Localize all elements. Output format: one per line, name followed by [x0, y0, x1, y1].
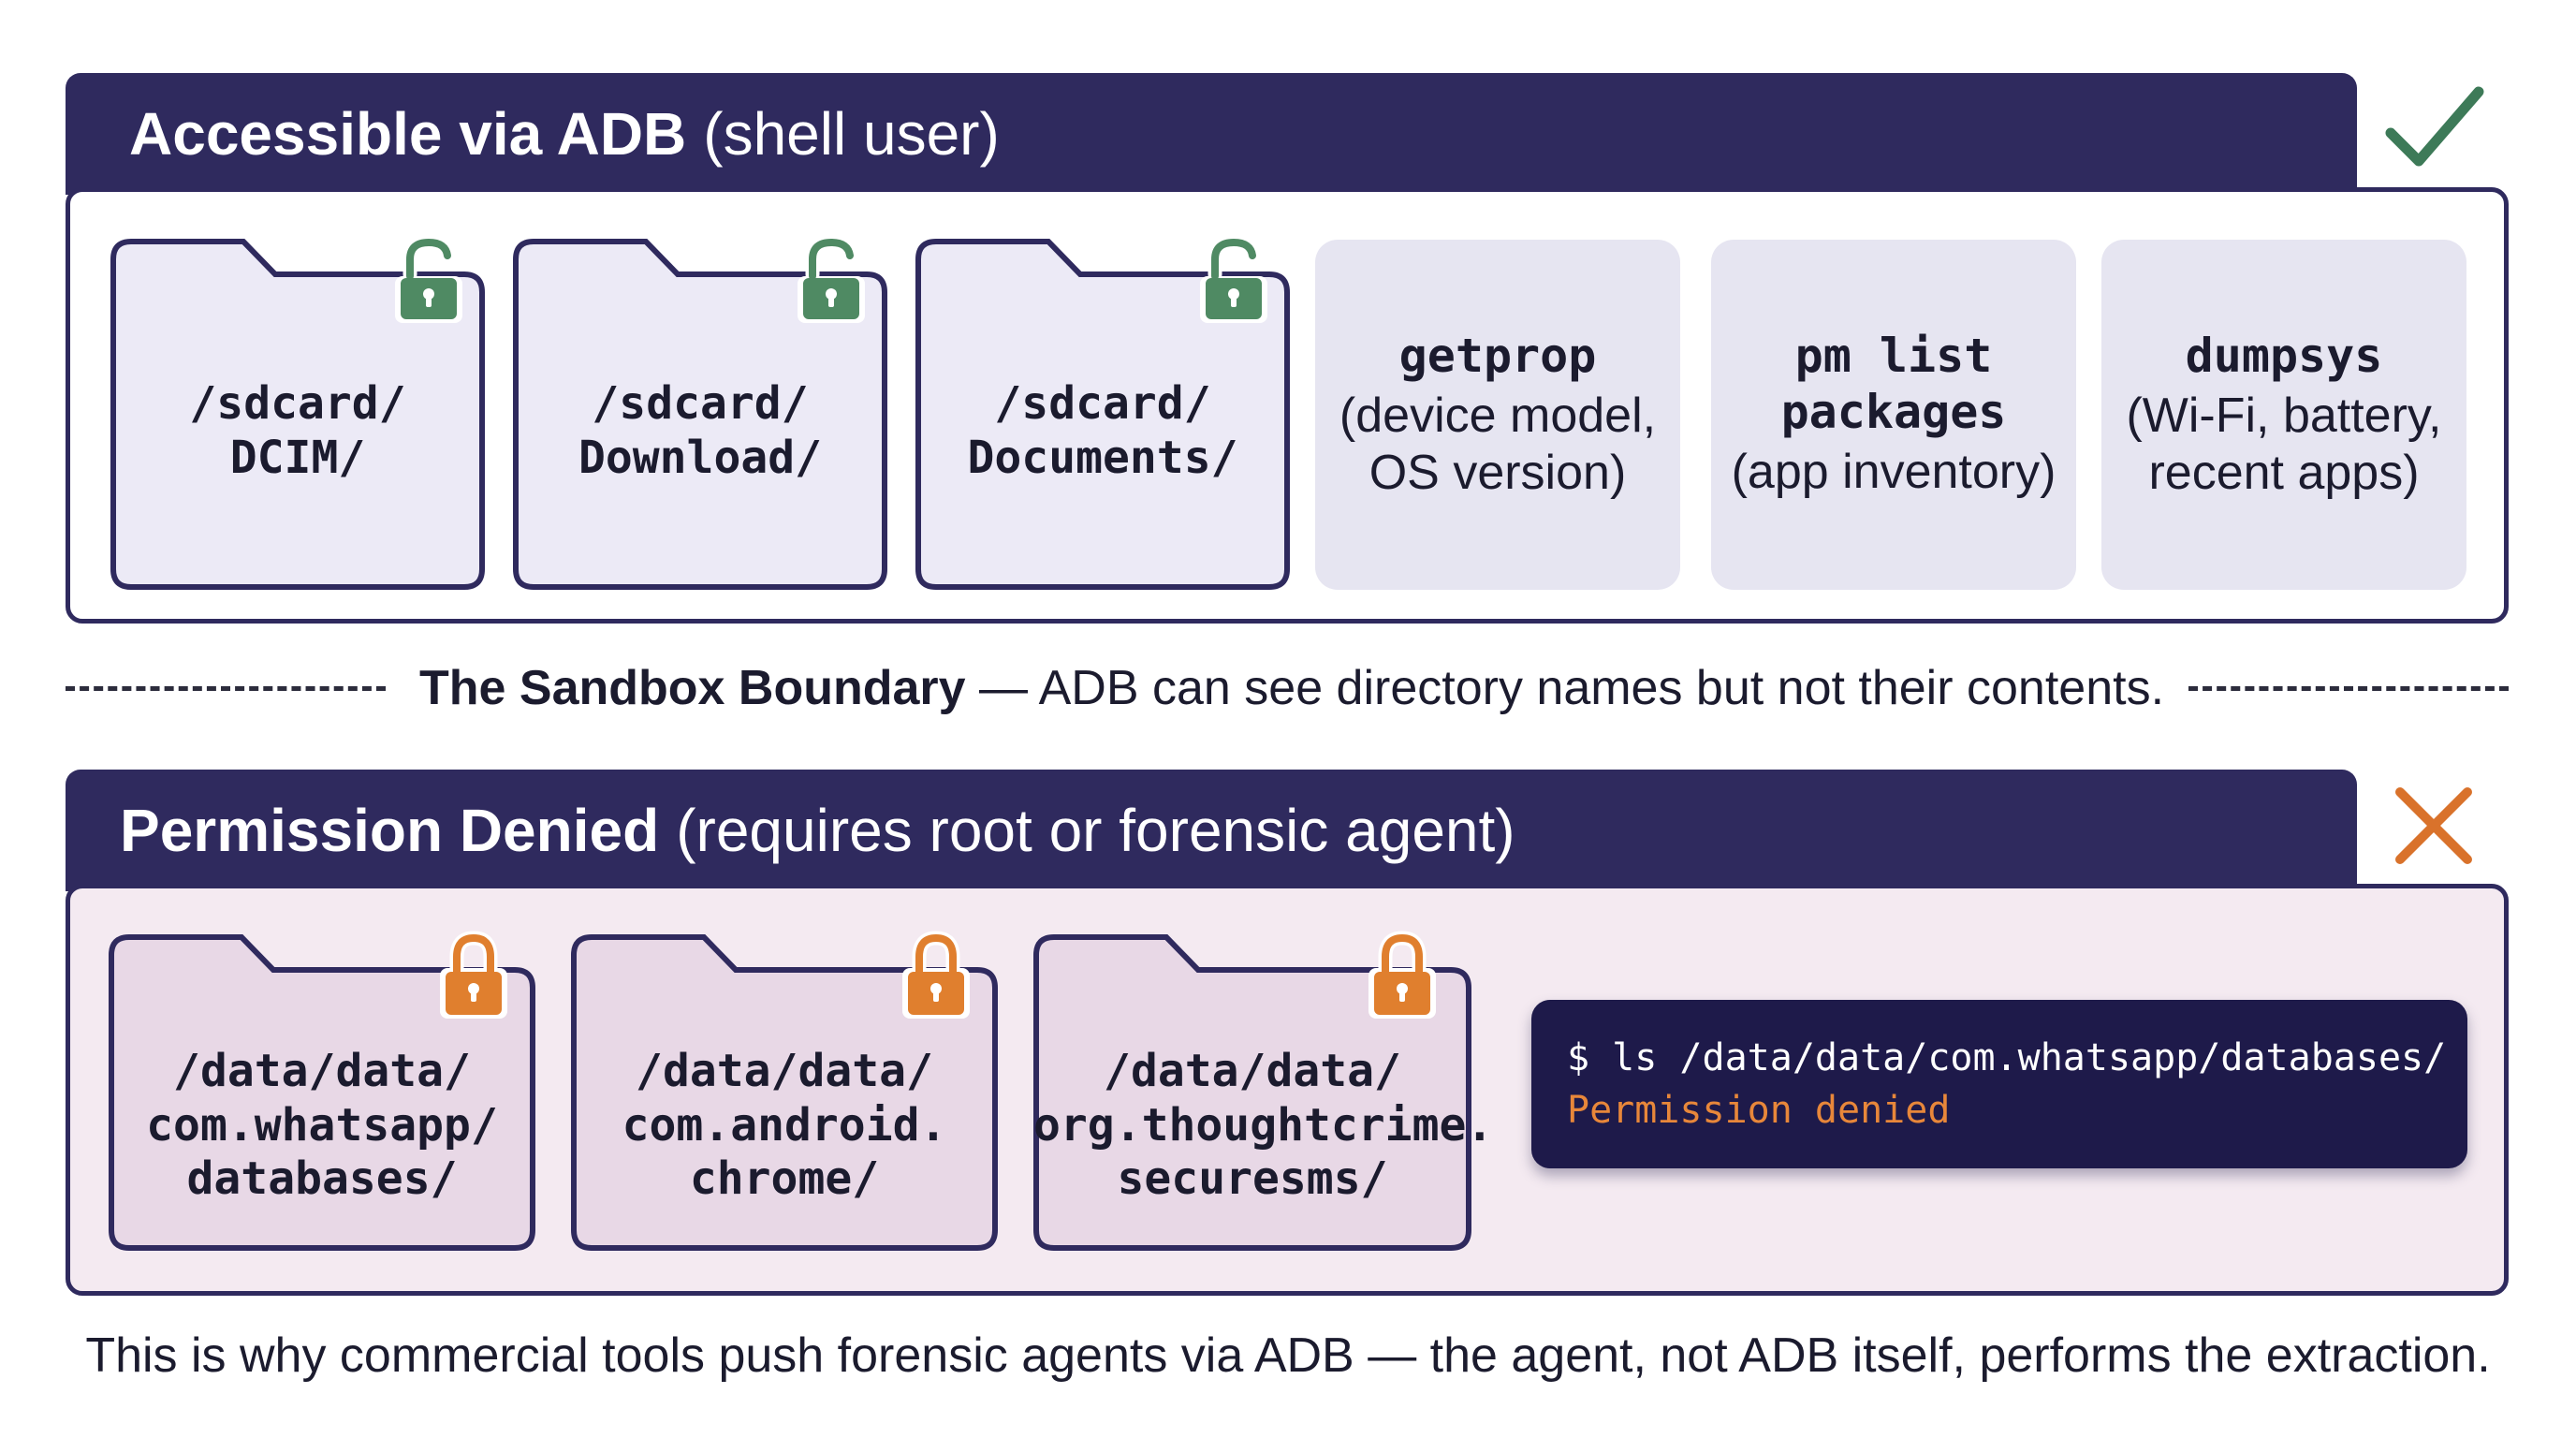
unlocked-padlock-icon: [1200, 235, 1267, 323]
description-line: recent apps): [2148, 446, 2420, 500]
folder-icon: [110, 239, 485, 590]
boundary-caption: The Sandbox Boundary — ADB can see direc…: [419, 660, 2164, 716]
pm-list-packages-card: pm list packages (app inventory): [1711, 240, 2076, 590]
terminal-output: $ ls /data/data/com.whatsapp/databases/ …: [1531, 1000, 2467, 1168]
boundary-dashed-line-right: [2188, 685, 2510, 691]
command-description: (Wi-Fi, battery, recent apps): [2126, 388, 2441, 503]
command-line: packages: [1780, 385, 2007, 440]
folder-path-label: /sdcard/ DCIM/: [110, 377, 485, 485]
folder-path-line: /sdcard/: [994, 377, 1211, 430]
folder-icon: [513, 239, 887, 590]
folder-path-line: /sdcard/: [189, 377, 406, 430]
folder-path-line: /data/data/: [173, 1045, 471, 1097]
sandbox-boundary: The Sandbox Boundary — ADB can see direc…: [66, 655, 2510, 721]
folder-path-label: /sdcard/ Documents/: [915, 377, 1290, 485]
folder-icon: [915, 239, 1290, 590]
folder-path-line: Download/: [578, 431, 823, 484]
folder-path-label: /data/data/ org.thoughtcrime. securesms/: [1033, 1045, 1494, 1207]
terminal-error: Permission denied: [1567, 1089, 1951, 1132]
folder-path-line: com.whatsapp/: [146, 1098, 498, 1152]
folder-path-line: databases/: [186, 1152, 458, 1206]
folder-path-label: /sdcard/ Download/: [513, 377, 887, 485]
unlocked-padlock-icon: [395, 235, 462, 323]
boundary-dashed-line-left: [66, 685, 386, 691]
dumpsys-card: dumpsys (Wi-Fi, battery, recent apps): [2101, 240, 2466, 590]
folder-sdcard-documents: /sdcard/ Documents/: [915, 235, 1290, 590]
cross-icon: [2395, 787, 2472, 864]
unlocked-padlock-icon: [798, 235, 865, 323]
folder-data-whatsapp: /data/data/ com.whatsapp/ databases/: [109, 931, 535, 1251]
folder-sdcard-download: /sdcard/ Download/: [513, 235, 887, 590]
description-line: (Wi-Fi, battery,: [2126, 388, 2442, 443]
folder-path-line: /sdcard/: [592, 377, 809, 430]
folder-icon: [571, 934, 998, 1251]
description-line: (app inventory): [1731, 445, 2056, 500]
folder-path-label: /data/data/ com.android. chrome/: [571, 1045, 998, 1207]
folder-path-line: /data/data/: [1104, 1045, 1401, 1097]
folder-path-line: securesms/: [1117, 1152, 1388, 1206]
getprop-card: getprop (device model, OS version): [1315, 240, 1680, 590]
command-name: pm list packages: [1781, 328, 2007, 440]
command-line: pm list: [1794, 329, 1993, 384]
accessible-title-strong: Accessible via ADB: [129, 100, 687, 168]
command-name: dumpsys: [2186, 328, 2383, 384]
folder-sdcard-dcim: /sdcard/ DCIM/: [110, 235, 485, 590]
accessible-section-header: Accessible via ADB (shell user): [66, 73, 2357, 195]
folder-path-line: chrome/: [689, 1152, 880, 1206]
folder-icon: [1033, 934, 1471, 1251]
locked-padlock-icon: [1368, 931, 1436, 1019]
denied-section-header: Permission Denied (requires root or fore…: [66, 770, 2357, 891]
command-description: (device model, OS version): [1339, 388, 1656, 503]
folder-path-line: Documents/: [967, 431, 1238, 484]
folder-path-line: com.android.: [622, 1098, 947, 1152]
command-name: getprop: [1399, 328, 1597, 384]
command-line: getprop: [1398, 328, 1597, 383]
folder-data-android-chrome: /data/data/ com.android. chrome/: [571, 931, 998, 1251]
folder-path-label: /data/data/ com.whatsapp/ databases/: [109, 1045, 535, 1207]
boundary-text: — ADB can see directory names but not th…: [965, 661, 2165, 715]
accessible-title-light: (shell user): [703, 100, 1000, 168]
footer-note: This is why commercial tools push forens…: [85, 1328, 2491, 1383]
command-description: (app inventory): [1732, 444, 2056, 501]
folder-icon: [109, 934, 535, 1251]
locked-padlock-icon: [902, 931, 970, 1019]
description-line: (device model,: [1339, 388, 1657, 443]
folder-path-line: DCIM/: [229, 431, 366, 484]
folder-path-line: org.thoughtcrime.: [1033, 1098, 1494, 1152]
folder-data-thoughtcrime-securesms: /data/data/ org.thoughtcrime. securesms/: [1033, 931, 1494, 1251]
denied-title-strong: Permission Denied: [120, 797, 660, 864]
boundary-title: The Sandbox Boundary: [418, 661, 966, 715]
denied-title-light: (requires root or forensic agent): [676, 797, 1515, 864]
locked-padlock-icon: [440, 931, 507, 1019]
check-icon: [2385, 86, 2484, 167]
description-line: OS version): [1368, 446, 1627, 500]
command-line: dumpsys: [2185, 328, 2383, 383]
folder-path-line: /data/data/: [636, 1045, 933, 1097]
terminal-command: $ ls /data/data/com.whatsapp/databases/: [1567, 1036, 2447, 1079]
